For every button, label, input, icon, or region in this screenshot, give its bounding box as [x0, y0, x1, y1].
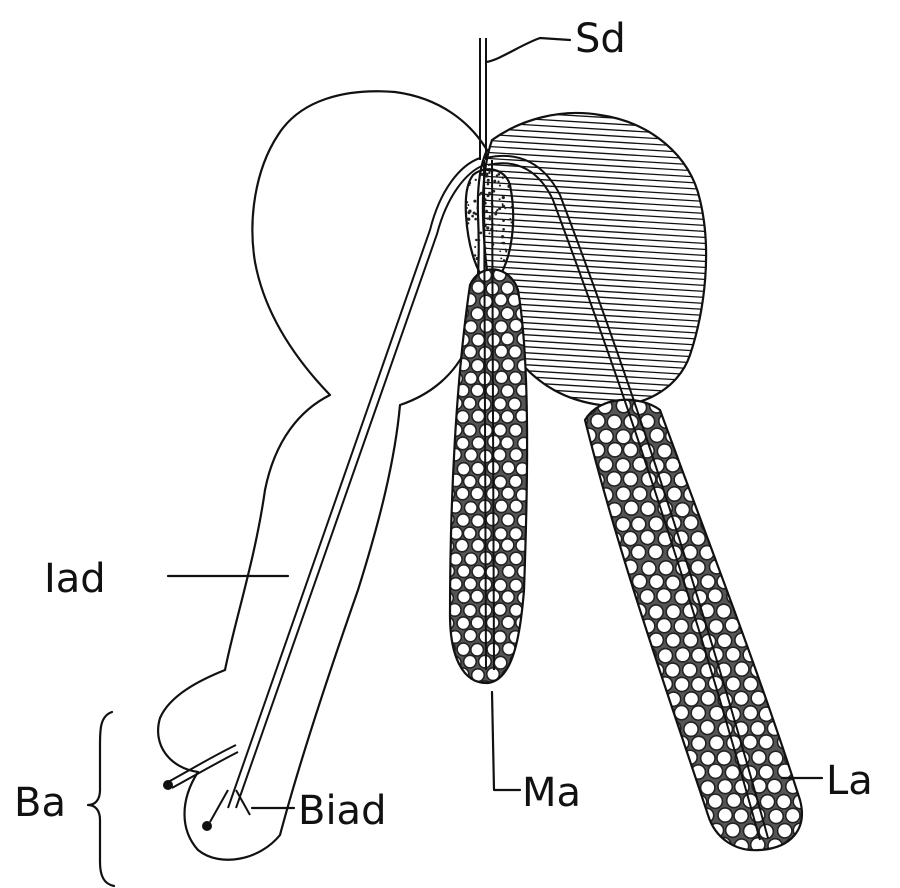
- label-la: La: [826, 758, 873, 804]
- ba-brace: [88, 712, 114, 886]
- ma-leader: [492, 692, 520, 790]
- label-ma: Ma: [522, 770, 581, 816]
- label-iad: Iad: [44, 556, 106, 602]
- label-biad: Biad: [298, 788, 386, 834]
- label-ba: Ba: [14, 780, 66, 826]
- sd-leader: [486, 38, 570, 62]
- label-sd: Sd: [575, 16, 626, 62]
